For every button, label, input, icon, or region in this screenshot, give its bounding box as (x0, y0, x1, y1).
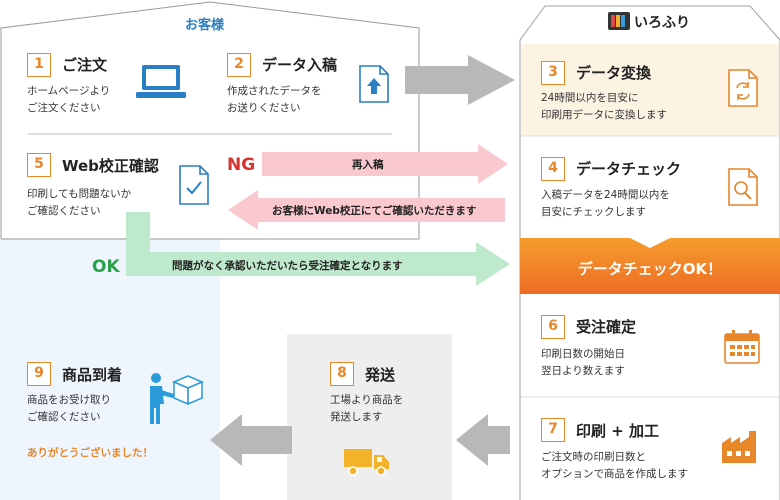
step-1-line-2: ご注文ください (27, 102, 101, 114)
step-2-title: データ入稿 (262, 56, 338, 74)
step-9-line-2: ご確認ください (27, 411, 101, 423)
truck-icon (344, 449, 389, 476)
step-6-line-2: 翌日より数えます (541, 365, 625, 377)
step-5-line-1: 印刷しても問題ないか (27, 188, 132, 200)
step-6-desc: 印刷日数の開始日 翌日より数えます (541, 346, 625, 380)
laptop-icon (136, 65, 186, 98)
step-4-line-2: 目安にチェックします (541, 206, 646, 218)
step-7-number: 7 (541, 418, 565, 442)
arrow-to-step-8 (456, 414, 510, 466)
step-7-desc: ご注文時の印刷日数と オプションで商品を作成します (541, 449, 688, 483)
arrow-to-step-3 (405, 55, 515, 105)
calendar-icon (724, 330, 760, 364)
company-logo-text: いろふり (634, 15, 690, 31)
arrow-to-step-9 (210, 414, 292, 466)
step-5-line-2: ご確認ください (27, 205, 101, 217)
step-7-line-2: オプションで商品を作成します (541, 468, 688, 480)
shipping-area-bg (287, 334, 452, 500)
step-6-line-1: 印刷日数の開始日 (541, 348, 625, 360)
step-9-desc: 商品をお受け取り ご確認ください (27, 392, 111, 426)
web-proof-label: お客様にWeb校正にてご確認いただきます (272, 205, 477, 217)
search-document-icon (728, 168, 758, 206)
step-8-line-1: 工場より商品を (330, 394, 404, 406)
step-3-number: 3 (541, 61, 565, 85)
web-proof-arrow (228, 190, 505, 230)
step-5-desc: 印刷しても問題ないか ご確認ください (27, 186, 131, 220)
step-1-line-1: ホームページより (27, 85, 111, 97)
step-9-number: 9 (27, 362, 51, 386)
step-5-title: Web校正確認 (62, 157, 159, 175)
thanks-message: ありがとうございました！ (27, 447, 153, 459)
step-3-desc: 24時間以内を目安に 印刷用データに変換します (541, 90, 667, 124)
resubmit-label: 再入稿 (352, 159, 384, 171)
customer-header: お客様 (185, 18, 225, 33)
check-ok-text: データチェックOK！ (577, 260, 723, 278)
step-6-title: 受注確定 (576, 318, 637, 336)
step-4-desc: 入稿データを24時間以内を 目安にチェックします (541, 187, 670, 221)
step-6-number: 6 (541, 315, 565, 339)
check-ok-banner (520, 238, 780, 294)
step-3-title: データ変換 (576, 64, 652, 82)
step-2-number: 2 (227, 53, 251, 77)
step-4-line-1: 入稿データを24時間以内を (541, 189, 670, 201)
step-9-title: 商品到着 (62, 366, 123, 384)
step-8-line-2: 発送します (330, 411, 383, 423)
step-7-line-1: ご注文時の印刷日数と (541, 451, 646, 463)
step-3-line-1: 24時間以内を目安に (541, 92, 639, 104)
step-3-line-2: 印刷用データに変換します (541, 109, 667, 121)
step-5-number: 5 (27, 153, 51, 177)
step-8-title: 発送 (365, 366, 396, 384)
check-document-icon (179, 165, 209, 205)
ng-label: NG (227, 155, 256, 175)
step-1-desc: ホームページより ご注文ください (27, 83, 110, 117)
upload-document-icon (359, 65, 389, 103)
factory-icon (722, 431, 756, 463)
step-2-desc: 作成されたデータを お送りください (227, 83, 322, 117)
step-4-title: データチェック (576, 160, 682, 178)
step-2-line-1: 作成されたデータを (227, 85, 322, 97)
step-1-title: ご注文 (62, 56, 108, 74)
confirm-label: 問題がなく承認いただいたら受注確定となります (172, 260, 403, 272)
confirm-arrow (126, 212, 510, 286)
person-receiving-package-icon (150, 373, 204, 424)
step-8-number: 8 (330, 362, 354, 386)
step-2-line-2: お送りください (227, 102, 301, 114)
step-1-number: 1 (27, 53, 51, 77)
step-4-number: 4 (541, 157, 565, 181)
step-7-title: 印刷 + 加工 (576, 422, 660, 440)
step-8-desc: 工場より商品を 発送します (330, 392, 403, 426)
ok-label: OK (92, 257, 120, 277)
step-9-line-1: 商品をお受け取り (27, 394, 111, 406)
logo-icon (608, 12, 630, 30)
resubmit-arrow (262, 144, 508, 184)
convert-document-icon (728, 69, 758, 107)
